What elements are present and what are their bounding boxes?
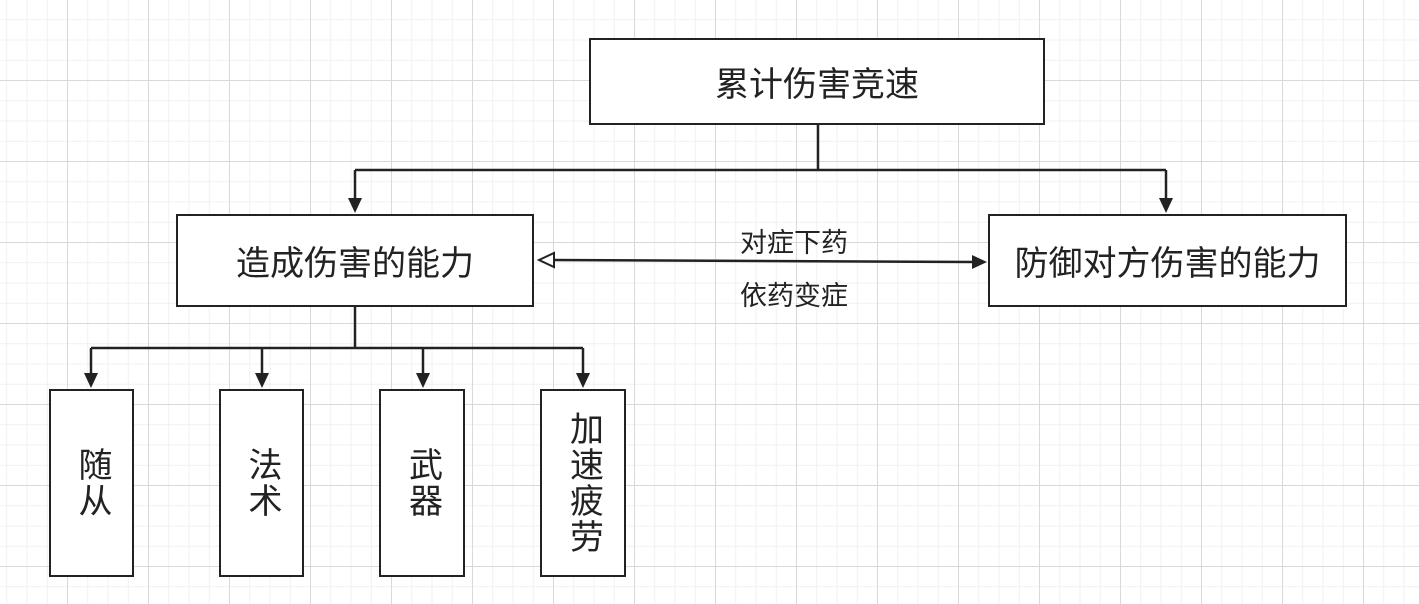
child-node-fatigue[interactable]: 加速疲劳: [540, 389, 626, 577]
child-node-minions[interactable]: 随从: [49, 389, 134, 577]
arrowhead-right-branch: [1159, 198, 1173, 213]
branch-node-damage[interactable]: 造成伤害的能力: [176, 214, 534, 307]
relation-arrowhead-left: [536, 251, 555, 269]
arrowhead-child-3: [416, 373, 430, 388]
root-node-label: 累计伤害竞速: [715, 65, 919, 105]
child-node-minions-label: 随从: [72, 447, 112, 519]
arrowhead-left-branch: [348, 198, 362, 213]
branch-node-defense-label: 防御对方伤害的能力: [1014, 244, 1321, 284]
arrowhead-child-2: [255, 373, 269, 388]
relation-arrow-line: [551, 258, 975, 264]
root-to-branches-connector: [353, 124, 1168, 202]
branch-node-defense[interactable]: 防御对方伤害的能力: [988, 214, 1347, 307]
branch-node-damage-label: 造成伤害的能力: [236, 244, 474, 284]
child-node-weapons-label: 武器: [402, 447, 443, 519]
root-node[interactable]: 累计伤害竞速: [589, 38, 1045, 125]
child-node-spells-label: 法术: [242, 447, 282, 519]
branch-to-children-connector: [89, 306, 585, 376]
arrowhead-child-4: [576, 373, 590, 388]
relation-arrowhead-right: [972, 255, 987, 269]
arrowhead-child-1: [84, 373, 98, 388]
child-node-weapons[interactable]: 武器: [379, 389, 465, 577]
child-node-spells[interactable]: 法术: [219, 389, 304, 577]
relation-label-bottom: 依药变症: [740, 281, 848, 312]
relation-label-top: 对症下药: [740, 228, 848, 259]
child-node-fatigue-label: 加速疲劳: [563, 411, 604, 555]
